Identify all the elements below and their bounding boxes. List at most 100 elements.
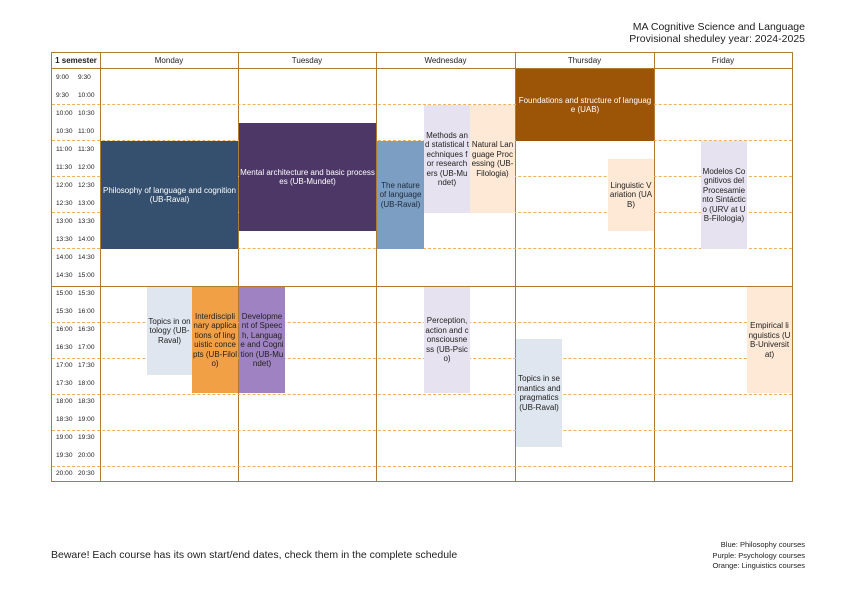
column-divider	[238, 53, 239, 481]
time-end: 14:00	[78, 236, 95, 243]
time-end: 15:30	[78, 290, 95, 297]
event-philosophy-of-language[interactable]: Philosophy of language and cognition (UB…	[101, 141, 238, 249]
event-mental-architecture[interactable]: Mental architecture and basic processes …	[239, 123, 376, 231]
time-slot: 20:00 20:30	[52, 465, 100, 483]
legend-purple: Purple: Psychology courses	[712, 550, 805, 560]
footer-note: Beware! Each course has its own start/en…	[51, 549, 458, 561]
time-start: 18:30	[56, 416, 73, 423]
schedule-grid: 1 semester Monday Tuesday Wednesday Thur…	[51, 52, 793, 482]
title-line-2: Provisional sheduley year: 2024-2025	[629, 33, 805, 45]
time-end: 18:30	[78, 398, 95, 405]
legend-blue: Blue: Philosophy courses	[720, 540, 805, 549]
time-end: 13:30	[78, 218, 95, 225]
time-start: 11:00	[56, 146, 73, 153]
time-start: 15:30	[56, 308, 73, 315]
event-foundations-structure[interactable]: Foundations and structure of language (U…	[516, 69, 654, 141]
time-slot: 12:30 13:00	[52, 195, 100, 213]
event-linguistic-variation[interactable]: Linguistic Variation (UAB)	[608, 159, 654, 231]
event-empirical-linguistics[interactable]: Empirical linguistics (UB-Universitat)	[747, 287, 792, 393]
time-slot: 13:30 14:00	[52, 231, 100, 249]
time-start: 20:00	[56, 470, 73, 477]
time-slot: 15:00 15:30	[52, 285, 100, 303]
time-start: 13:30	[56, 236, 73, 243]
event-perception-action[interactable]: Perception, action and consciousness (UB…	[424, 287, 470, 393]
time-end: 10:00	[78, 92, 95, 99]
time-end: 15:00	[78, 272, 95, 279]
time-start: 16:30	[56, 344, 73, 351]
time-slot: 14:00 14:30	[52, 249, 100, 267]
time-end: 10:30	[78, 110, 95, 117]
time-slot: 13:00 13:30	[52, 213, 100, 231]
time-slot: 16:00 16:30	[52, 321, 100, 339]
time-end: 12:30	[78, 182, 95, 189]
row-divider	[52, 394, 792, 395]
time-end: 11:00	[78, 128, 95, 135]
time-start: 18:00	[56, 398, 73, 405]
column-divider	[515, 53, 516, 481]
time-slot: 9:00 9:30	[52, 69, 100, 87]
column-divider	[100, 53, 101, 481]
time-start: 15:00	[56, 290, 73, 297]
schedule-title: MA Cognitive Science and Language Provis…	[629, 21, 805, 45]
time-start: 9:00	[56, 74, 69, 81]
day-header-thursday: Thursday	[567, 56, 602, 65]
day-header-tuesday: Tuesday	[291, 56, 323, 65]
row-divider	[52, 430, 792, 431]
column-divider	[376, 53, 377, 481]
event-interdisciplinary-applications[interactable]: Interdisciplinary applications of lingui…	[192, 287, 238, 393]
row-divider	[52, 466, 792, 467]
event-topics-in-semantics[interactable]: Topics in semantics and pragmatics (UB-R…	[516, 339, 562, 447]
time-end: 17:30	[78, 362, 95, 369]
time-start: 16:00	[56, 326, 73, 333]
time-end: 19:30	[78, 434, 95, 441]
time-start: 13:00	[56, 218, 73, 225]
time-slot: 15:30 16:00	[52, 303, 100, 321]
row-divider-solid	[52, 286, 792, 287]
row-divider	[52, 358, 792, 359]
time-start: 9:30	[56, 92, 69, 99]
time-slot: 11:00 11:30	[52, 141, 100, 159]
event-nature-of-language[interactable]: The nature of language (UB-Raval)	[377, 141, 424, 249]
time-start: 12:00	[56, 182, 73, 189]
title-line-1: MA Cognitive Science and Language	[632, 21, 805, 33]
time-slot: 16:30 17:00	[52, 339, 100, 357]
day-header-friday: Friday	[711, 56, 735, 65]
time-slot: 19:30 20:00	[52, 447, 100, 465]
time-end: 17:00	[78, 344, 95, 351]
time-start: 17:30	[56, 380, 73, 387]
day-header-wednesday: Wednesday	[424, 56, 467, 65]
time-end: 16:30	[78, 326, 95, 333]
time-end: 20:30	[78, 470, 95, 477]
event-development-of-speech[interactable]: Development of Speech, Language and Cogn…	[239, 287, 285, 393]
time-slot: 9:30 10:00	[52, 87, 100, 105]
event-natural-language-processing[interactable]: Natural Language Processing (UB-Filologi…	[470, 105, 515, 213]
time-end: 9:30	[78, 74, 91, 81]
semester-label: 1 semester	[55, 56, 97, 65]
time-end: 12:00	[78, 164, 95, 171]
time-end: 20:00	[78, 452, 95, 459]
time-start: 14:30	[56, 272, 73, 279]
time-start: 11:30	[56, 164, 73, 171]
event-modelos-cognitivos[interactable]: Modelos Cognitivos del Procesamiento Sin…	[701, 141, 747, 249]
time-end: 16:00	[78, 308, 95, 315]
row-divider	[52, 140, 792, 141]
time-slot: 18:00 18:30	[52, 393, 100, 411]
time-start: 12:30	[56, 200, 73, 207]
time-end: 11:30	[78, 146, 95, 153]
header-divider	[52, 68, 792, 69]
row-divider	[52, 322, 792, 323]
time-start: 14:00	[56, 254, 73, 261]
event-methods-statistical[interactable]: Methods and statistical techniques for r…	[424, 105, 470, 213]
time-start: 19:30	[56, 452, 73, 459]
time-end: 13:00	[78, 200, 95, 207]
column-divider	[654, 53, 655, 481]
time-end: 14:30	[78, 254, 95, 261]
row-divider	[52, 104, 792, 105]
time-start: 10:30	[56, 128, 73, 135]
event-topics-in-ontology[interactable]: Topics in ontology (UB-Raval)	[147, 287, 192, 375]
time-slot: 11:30 12:00	[52, 159, 100, 177]
